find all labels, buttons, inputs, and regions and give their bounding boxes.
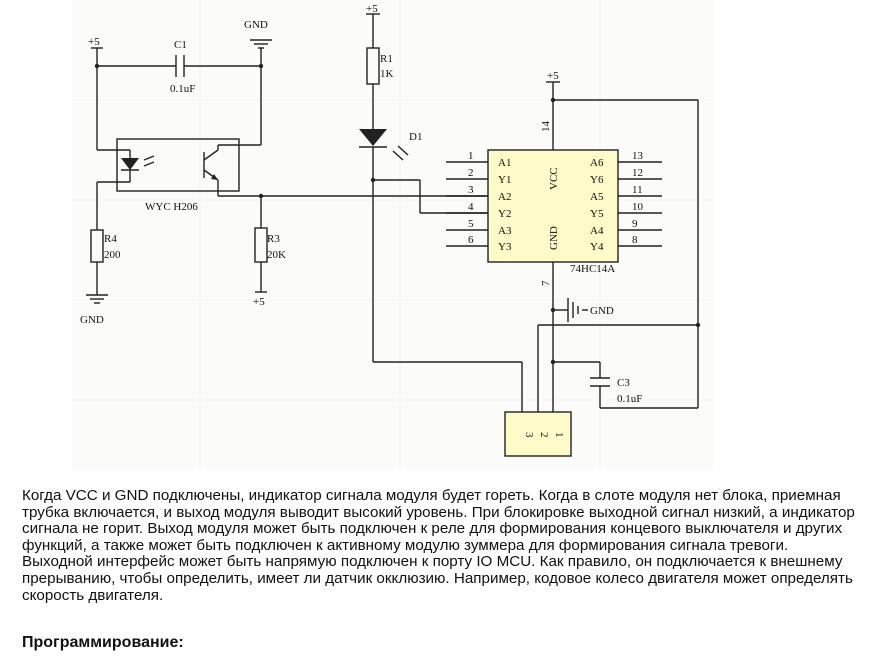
ic-right-pin-10: 10 Y5 [590, 201, 662, 220]
svg-text:A5: A5 [590, 191, 604, 203]
ic-ground-icon [567, 298, 579, 322]
top-gnd-label: GND [244, 19, 268, 31]
ic-left-pin-6: 6 Y3 [446, 234, 512, 253]
svg-text:Y5: Y5 [590, 208, 604, 220]
svg-text:4: 4 [468, 201, 474, 213]
r4-value: 200 [104, 249, 121, 261]
ic-left-pin-1: 1 A1 [446, 150, 511, 169]
ic-left-pin-4: 4 Y2 [446, 201, 511, 220]
svg-text:A4: A4 [590, 225, 604, 237]
ic-right-pin-12: 12 Y6 [590, 167, 662, 186]
connector-pin-2: 2 [538, 432, 550, 438]
connector-pin-1: 1 [553, 432, 565, 438]
ic-vcc-pin-number: 14 [540, 121, 552, 133]
optocoupler-phototransistor-icon [203, 149, 219, 181]
r1-name: R1 [380, 53, 393, 65]
ic-name: 74HC14A [570, 263, 615, 275]
svg-text:Y6: Y6 [590, 174, 604, 186]
r4-ground-icon [86, 294, 108, 304]
r1-value: 1K [380, 68, 394, 80]
optocoupler-led-icon [121, 155, 155, 171]
ic-left-pin-3: 3 A2 [446, 184, 511, 203]
svg-text:11: 11 [632, 184, 643, 196]
c1-name: C1 [174, 39, 187, 51]
svg-text:Y2: Y2 [498, 208, 511, 220]
svg-text:5: 5 [468, 218, 474, 230]
r1-supply-label: +5 [366, 3, 378, 15]
c3-name: C3 [617, 377, 630, 389]
svg-text:10: 10 [632, 201, 644, 213]
c1-value: 0.1uF [170, 83, 195, 95]
r3-value: 20K [267, 249, 286, 261]
svg-text:A2: A2 [498, 191, 511, 203]
ic-right-pin-13: 13 A6 [590, 150, 662, 169]
circuit-schematic: +5 C1 0.1uF GND WYC H206 R4 200 [72, 0, 714, 470]
description-paragraph: Когда VCC и GND подключены, индикатор си… [22, 487, 855, 604]
ic-gnd-pin-number: 7 [540, 280, 552, 286]
output-connector [504, 411, 572, 457]
svg-text:6: 6 [468, 234, 474, 246]
ic-left-pin-5: 5 A3 [446, 218, 512, 237]
ic-left-pin-2: 2 Y1 [446, 167, 511, 186]
r3-supply-label: +5 [253, 296, 265, 308]
ic-vcc-label: VCC [548, 167, 560, 190]
ic-supply-label: +5 [547, 70, 559, 82]
svg-text:8: 8 [632, 234, 638, 246]
connector-pin-3: 3 [523, 432, 535, 438]
r3-name: R3 [267, 233, 280, 245]
ic-gnd-text: GND [590, 305, 614, 317]
svg-text:3: 3 [468, 184, 474, 196]
programming-heading: Программирование: [22, 634, 184, 651]
svg-text:Y3: Y3 [498, 241, 512, 253]
svg-text:A1: A1 [498, 157, 511, 169]
ic-gnd-label: GND [548, 226, 560, 250]
ic-right-pin-9: 9 A4 [590, 218, 662, 237]
svg-text:Y4: Y4 [590, 241, 604, 253]
ic-right-pin-8: 8 Y4 [590, 234, 662, 253]
ic-right-pin-11: 11 A5 [590, 184, 662, 203]
r4-name: R4 [104, 233, 117, 245]
svg-text:12: 12 [632, 167, 643, 179]
optocoupler-name: WYC H206 [145, 201, 198, 213]
svg-text:9: 9 [632, 218, 638, 230]
ic-body [487, 149, 619, 263]
svg-text:Y1: Y1 [498, 174, 511, 186]
svg-text:A6: A6 [590, 157, 604, 169]
c3-value: 0.1uF [617, 393, 642, 405]
optocoupler-body [116, 138, 240, 192]
svg-text:1: 1 [468, 150, 474, 162]
svg-text:13: 13 [632, 150, 644, 162]
svg-text:2: 2 [468, 167, 474, 179]
svg-text:A3: A3 [498, 225, 512, 237]
c1-supply-label: +5 [88, 36, 100, 48]
d1-name: D1 [409, 131, 422, 143]
r4-gnd-label: GND [80, 314, 104, 326]
